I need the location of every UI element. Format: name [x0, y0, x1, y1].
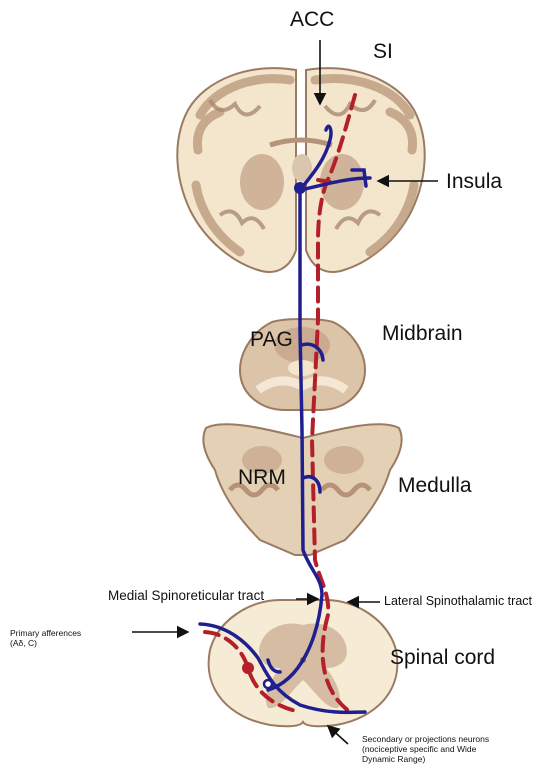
secondary-neurons-line3: Dynamic Range) — [362, 754, 489, 764]
insula-label: Insula — [446, 170, 502, 194]
medulla-label: Medulla — [398, 474, 472, 498]
medial-tract-label: Medial Spinoreticular tract — [108, 588, 264, 603]
spinal-relay-node — [264, 680, 272, 688]
primary-afferences-line2: (Aδ, C) — [10, 638, 81, 648]
secondary-neuron-body — [242, 662, 254, 674]
primary-afferences-line1: Primary afferences — [10, 628, 81, 638]
acc-label: ACC — [290, 8, 334, 32]
secondary-neurons-line2: (nociceptive specific and Wide — [362, 744, 489, 754]
thalamus-relay-node — [294, 182, 306, 194]
secondary-neurons-line1: Secondary or projections neurons — [362, 734, 489, 744]
midbrain-label: Midbrain — [382, 322, 463, 346]
si-label: SI — [373, 40, 393, 64]
lateral-tract-label: Lateral Spinothalamic tract — [384, 594, 532, 608]
secondary-neurons-label: Secondary or projections neurons (nocice… — [362, 734, 489, 764]
spinal-cord-label: Spinal cord — [390, 646, 495, 670]
secondary-neurons-arrow — [328, 726, 348, 744]
nrm-label: NRM — [238, 466, 286, 490]
pag-label: PAG — [250, 328, 293, 352]
primary-afferences-label: Primary afferences (Aδ, C) — [10, 628, 81, 648]
